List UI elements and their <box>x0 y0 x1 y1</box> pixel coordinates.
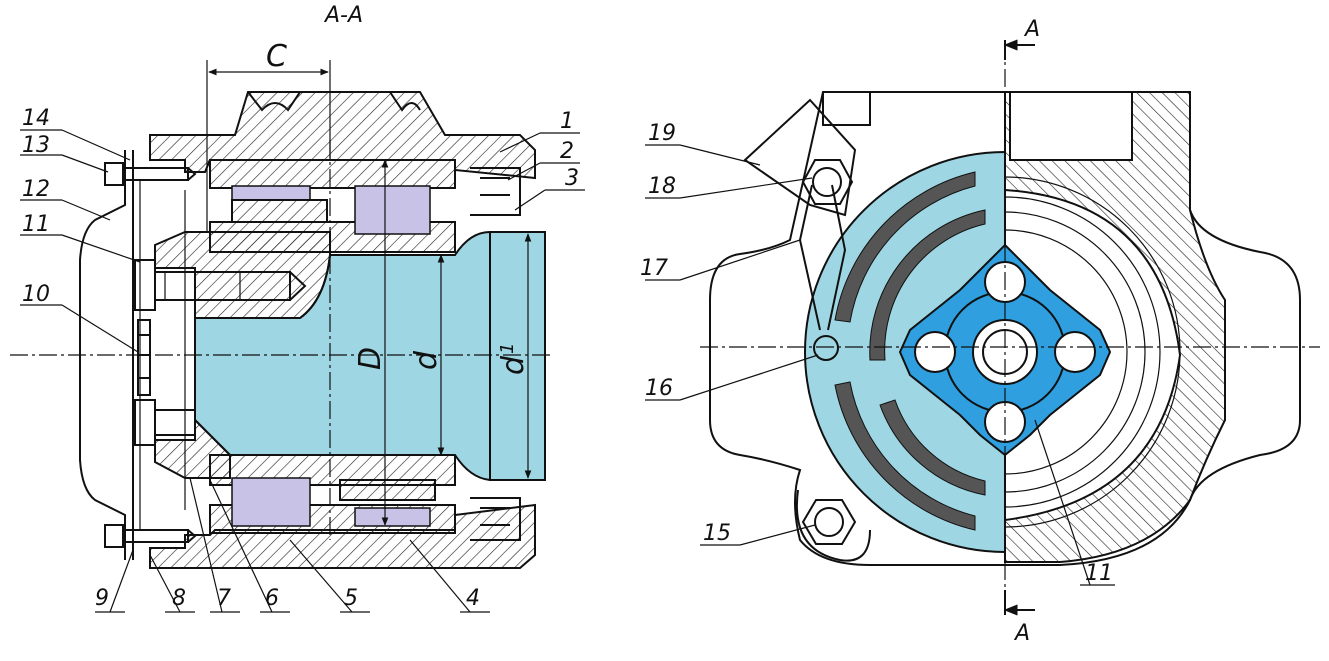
dimension-c: C <box>206 39 331 232</box>
roller-upper-left <box>231 185 311 201</box>
label-9: 9 <box>95 586 109 611</box>
dimension-d1-label: d1 <box>496 343 531 376</box>
label-5: 5 <box>344 586 358 611</box>
bolt-18 <box>801 159 854 205</box>
nut-10 <box>137 319 151 396</box>
label-11-right: 11 <box>1085 561 1113 586</box>
housing-outline <box>709 91 1301 566</box>
section-title: A-A <box>323 3 363 28</box>
label-18: 18 <box>648 174 676 199</box>
label-7: 7 <box>217 586 231 611</box>
housing-top-rim <box>822 92 1133 161</box>
screw-13-upper <box>104 162 197 186</box>
housing-pocket <box>1009 91 1133 161</box>
dimension-small-d-label: d <box>409 350 444 370</box>
label-15: 15 <box>703 521 731 546</box>
label-8: 8 <box>172 586 186 611</box>
label-1: 1 <box>560 109 574 134</box>
rollers <box>231 185 431 527</box>
section-mark-top: A <box>1003 17 1040 60</box>
housing-upper <box>149 91 536 180</box>
label-2: 2 <box>560 139 574 164</box>
dimension-big-d-label: D <box>353 347 388 370</box>
seal-lower <box>470 497 521 541</box>
label-6: 6 <box>265 586 279 611</box>
label-17: 17 <box>640 256 668 281</box>
label-11: 11 <box>22 212 50 237</box>
shaft-collar-upper <box>154 231 331 319</box>
pin-upper <box>231 199 328 223</box>
bolt-11 <box>134 259 307 311</box>
pin-lower <box>339 479 436 501</box>
pin-16 <box>813 335 839 361</box>
bearing-race-upper <box>209 159 456 189</box>
section-mark-top-label: A <box>1023 17 1040 42</box>
leaders-right <box>645 144 1115 586</box>
label-16: 16 <box>645 376 673 401</box>
cam-slots <box>834 171 986 531</box>
shaft-collar-lower <box>154 417 231 479</box>
seal-upper <box>470 167 521 216</box>
label-4: 4 <box>466 586 480 611</box>
lower-lug <box>796 489 871 562</box>
section-mark-bottom: A <box>1003 590 1035 646</box>
housing-section-right <box>1004 91 1226 563</box>
label-19: 19 <box>648 121 676 146</box>
dimension-c-label: C <box>266 39 287 74</box>
front-view: A A 19 18 17 16 15 11 <box>640 17 1320 646</box>
dimension-d1: d1 <box>496 233 532 479</box>
roller-lower-left <box>231 477 311 527</box>
housing-lugs <box>247 91 421 112</box>
label-12: 12 <box>22 177 50 202</box>
star-plate-11 <box>898 243 1112 457</box>
roller-upper-right <box>354 185 431 235</box>
label-14: 14 <box>22 106 50 131</box>
roller-lower-right <box>354 507 431 527</box>
section-view-a-a: A-A C <box>10 3 585 613</box>
end-cover <box>79 150 126 560</box>
label-3: 3 <box>565 166 579 191</box>
lever-19 <box>743 98 857 217</box>
label-13: 13 <box>22 133 50 158</box>
leaders-left <box>20 129 585 613</box>
shaft-end <box>489 231 546 481</box>
bolt-lower <box>134 399 196 446</box>
dimension-small-d: d <box>409 254 445 456</box>
bolt-15 <box>801 499 857 545</box>
screw-13-lower <box>104 524 197 548</box>
label-10: 10 <box>22 282 50 307</box>
section-mark-bottom-label: A <box>1013 621 1030 646</box>
dimension-big-d: D <box>353 159 389 526</box>
